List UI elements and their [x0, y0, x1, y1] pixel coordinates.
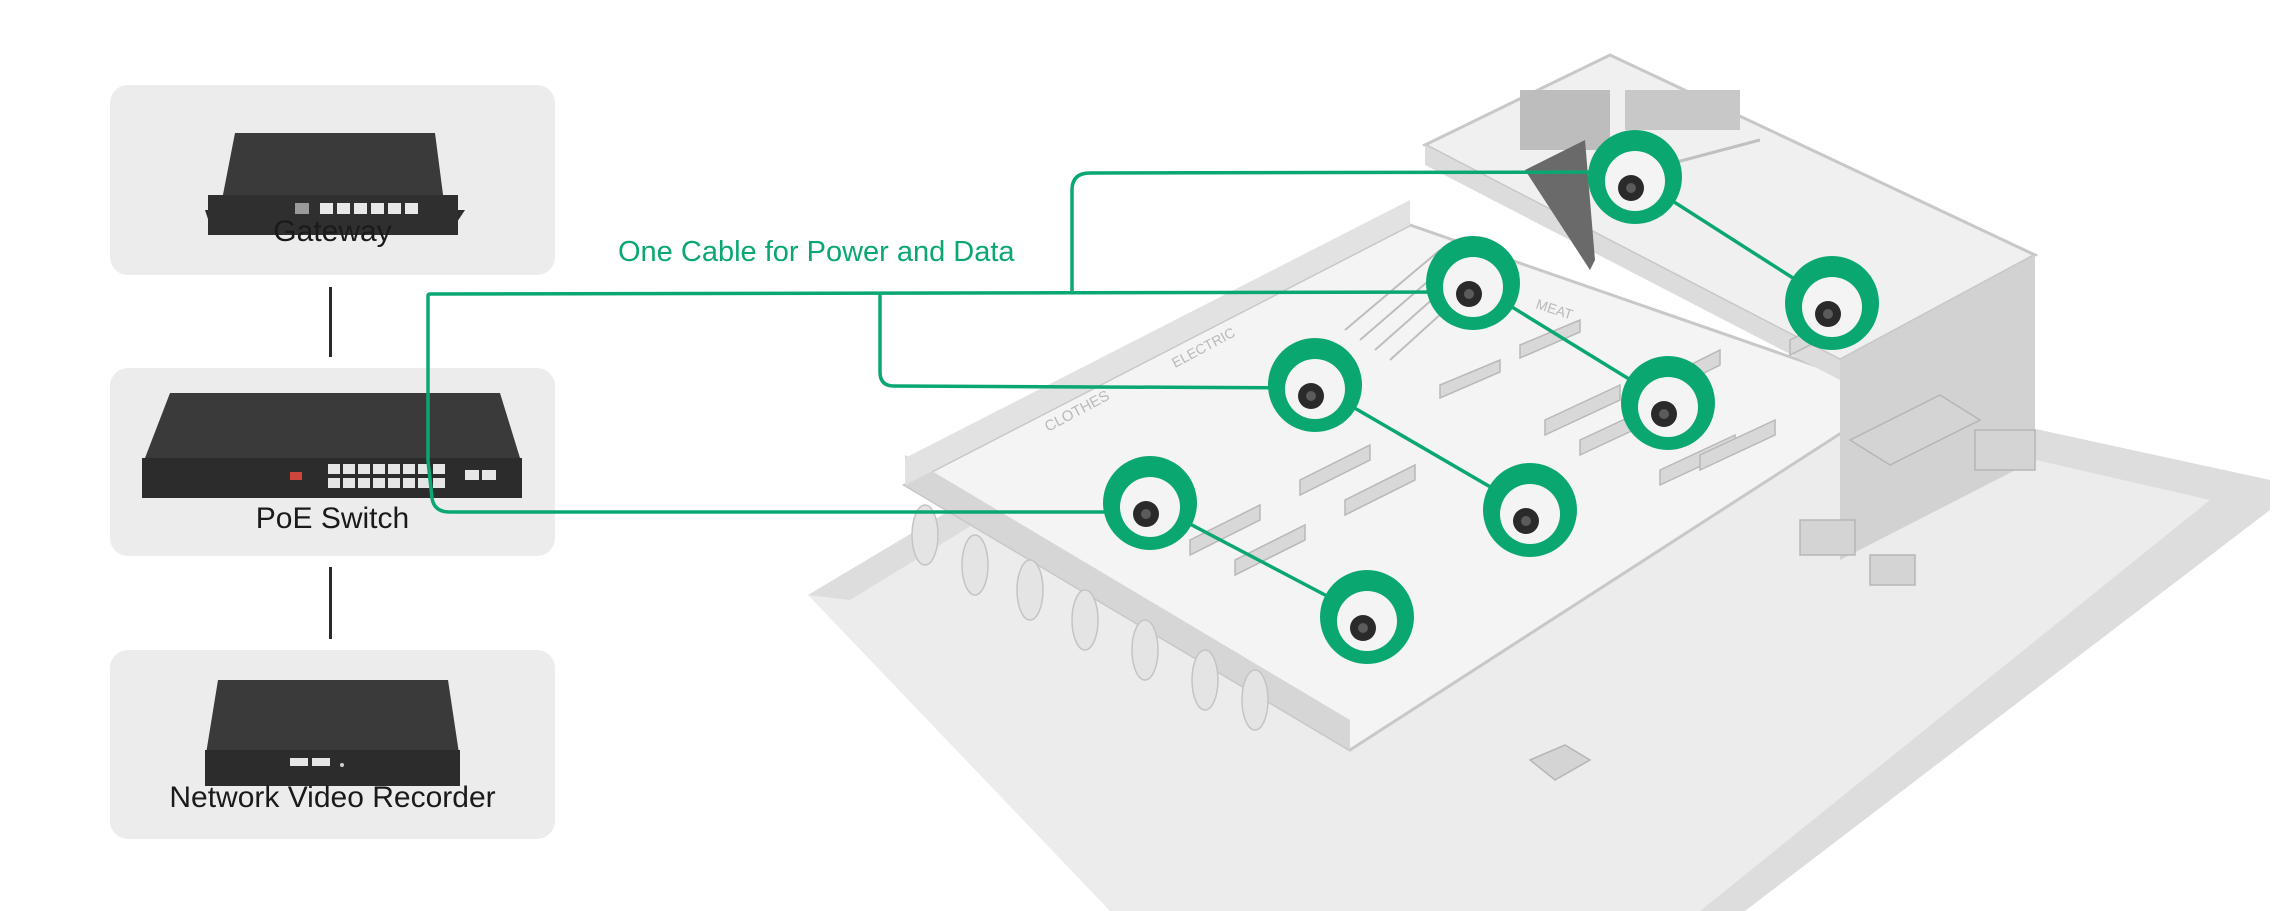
gateway-switch-connector: [329, 287, 332, 357]
dome-camera-icon: [1268, 338, 1362, 432]
dome-camera-icon: [1785, 256, 1879, 350]
nvr-label: Network Video Recorder: [169, 781, 496, 814]
cable-caption: One Cable for Power and Data: [618, 236, 1015, 268]
cable-branch-down: [878, 294, 1316, 390]
gateway-card: Gateway: [110, 85, 555, 275]
gateway-router-icon: [205, 133, 465, 235]
nvr-icon: [205, 680, 460, 786]
dome-camera-icon: [1588, 130, 1682, 224]
dome-camera-icon: [1320, 570, 1414, 664]
poe-switch-label: PoE Switch: [255, 502, 410, 535]
cable-lower: [426, 460, 1150, 514]
cable-trunk: [426, 290, 1481, 461]
dome-camera-icon: [1103, 456, 1197, 550]
poe-switch-card: PoE Switch: [110, 368, 555, 556]
gateway-label: Gateway: [273, 215, 392, 248]
dome-camera-icon: [1621, 356, 1715, 450]
dome-camera-icon: [1426, 236, 1520, 330]
cable-upper-loop: [1070, 170, 1636, 294]
nvr-card: Network Video Recorder: [110, 650, 555, 839]
switch-nvr-connector: [329, 567, 332, 639]
dome-camera-icon: [1483, 463, 1577, 557]
